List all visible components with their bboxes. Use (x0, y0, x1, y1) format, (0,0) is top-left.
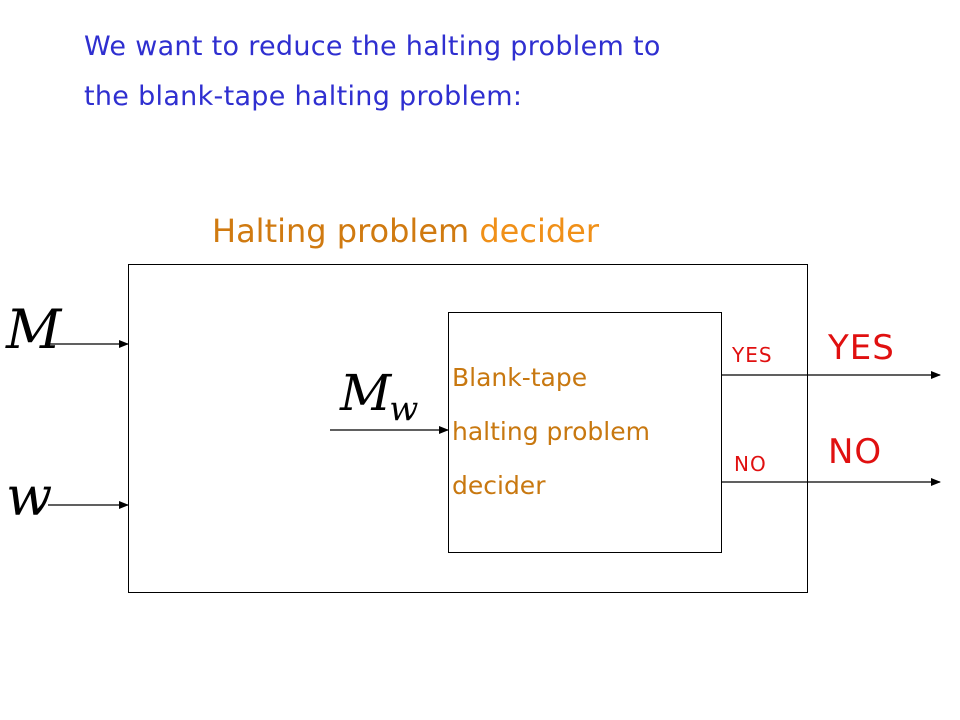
halting-decider-title: Halting problem decider (212, 212, 599, 250)
inner-no-label: NO (734, 452, 767, 476)
input-m-label: M (6, 298, 62, 361)
title-part-b: decider (479, 212, 599, 250)
inner-label-line-3: decider (452, 471, 546, 500)
halting-decider-box (128, 264, 808, 593)
intro-line-1: We want to reduce the halting problem to (84, 31, 661, 62)
input-mw-base: M (340, 364, 392, 422)
intro-text: We want to reduce the halting problem to… (84, 22, 661, 122)
final-yes-label: YES (828, 328, 895, 368)
intro-line-2: the blank-tape halting problem: (84, 81, 523, 112)
inner-label-line-2: halting problem (452, 417, 650, 446)
input-mw-subscript: w (389, 389, 419, 429)
inner-label-line-1: Blank-tape (452, 363, 588, 392)
title-part-a: Halting problem (212, 212, 470, 250)
blank-tape-decider-label: Blank-tape halting problem decider (452, 351, 650, 513)
inner-yes-label: YES (732, 343, 773, 367)
input-mw-label: Mw (340, 364, 418, 429)
input-w-label: w (6, 465, 53, 528)
final-no-label: NO (828, 432, 883, 472)
